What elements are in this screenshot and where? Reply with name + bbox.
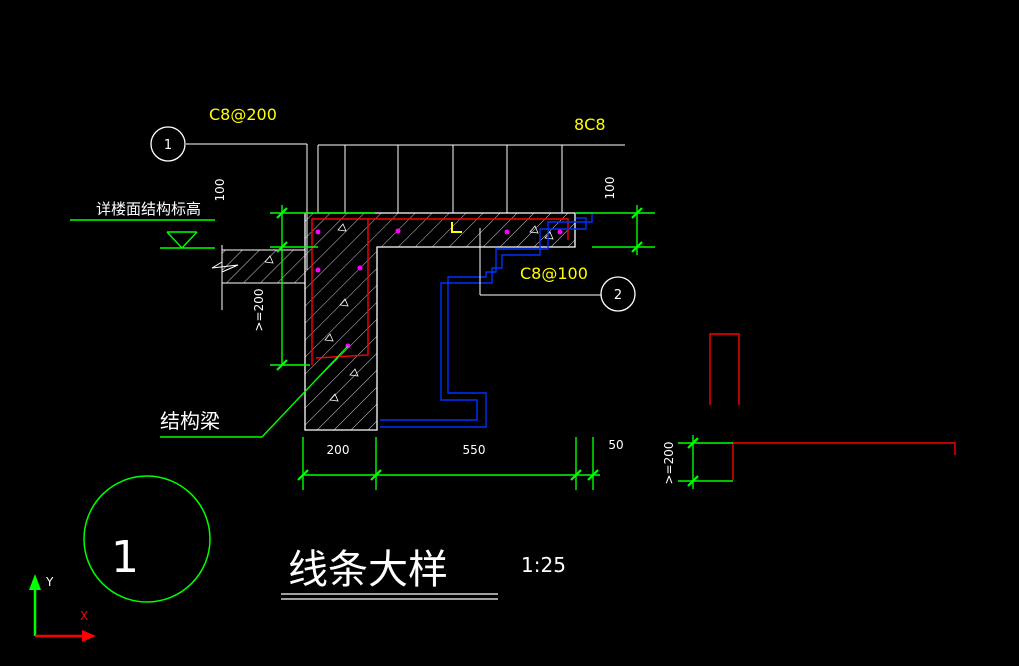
note-floor-elevation: 详楼面结构标高 xyxy=(96,200,201,218)
rebar-label-top-stirrup: C8@200 xyxy=(209,105,277,124)
note-structural-beam: 结构梁 xyxy=(160,409,220,433)
ucs-axis-icon: Y X xyxy=(29,574,96,642)
ucs-x-arrow-icon xyxy=(82,630,96,642)
callout-1-number: 1 xyxy=(164,138,172,153)
drawing-title: 线条大样 xyxy=(288,547,448,593)
rebar-label-lower-stirrup: C8@100 xyxy=(520,264,588,283)
detail-red-box xyxy=(709,333,740,405)
rebar-label-longitudinal: 8C8 xyxy=(574,115,606,134)
callout-1-circle xyxy=(150,126,186,162)
aggregate-marks xyxy=(264,223,554,402)
dimension-lines xyxy=(70,205,733,490)
dimension-ticks xyxy=(276,207,699,487)
dim-width-a: 200 xyxy=(327,443,350,457)
dim-left-height: >=200 xyxy=(252,288,266,331)
concrete-section xyxy=(211,212,576,431)
ucs-y-arrow-icon xyxy=(29,574,41,590)
ucs-x-label: X xyxy=(80,609,88,623)
detail-red-line xyxy=(732,442,956,480)
dim-width-b: 550 xyxy=(463,443,486,457)
detail-number-circle xyxy=(83,475,211,603)
section-outline xyxy=(304,212,576,431)
blue-stepped-line xyxy=(380,212,593,428)
callout-1: 1 xyxy=(150,126,186,162)
dim-right-height: >=200 xyxy=(662,441,676,484)
callout-2: 2 xyxy=(600,276,636,312)
dim-top-right: 100 xyxy=(603,177,617,200)
rebar-dots xyxy=(315,228,563,349)
dim-width-c: 50 xyxy=(608,438,623,452)
ucs-y-label: Y xyxy=(45,575,54,589)
leader-lines xyxy=(186,143,625,296)
break-line xyxy=(211,245,239,310)
callout-2-circle xyxy=(600,276,636,312)
dim-top-left: 100 xyxy=(213,179,227,202)
stirrup-hook-mark xyxy=(451,222,462,233)
drawing-scale: 1:25 xyxy=(521,553,566,577)
callout-2-number: 2 xyxy=(614,288,622,303)
title-block: 1 线条大样 1:25 xyxy=(83,475,566,603)
rebar-red xyxy=(311,218,956,480)
section-hatch xyxy=(305,213,575,430)
detail-number: 1 xyxy=(111,532,139,583)
